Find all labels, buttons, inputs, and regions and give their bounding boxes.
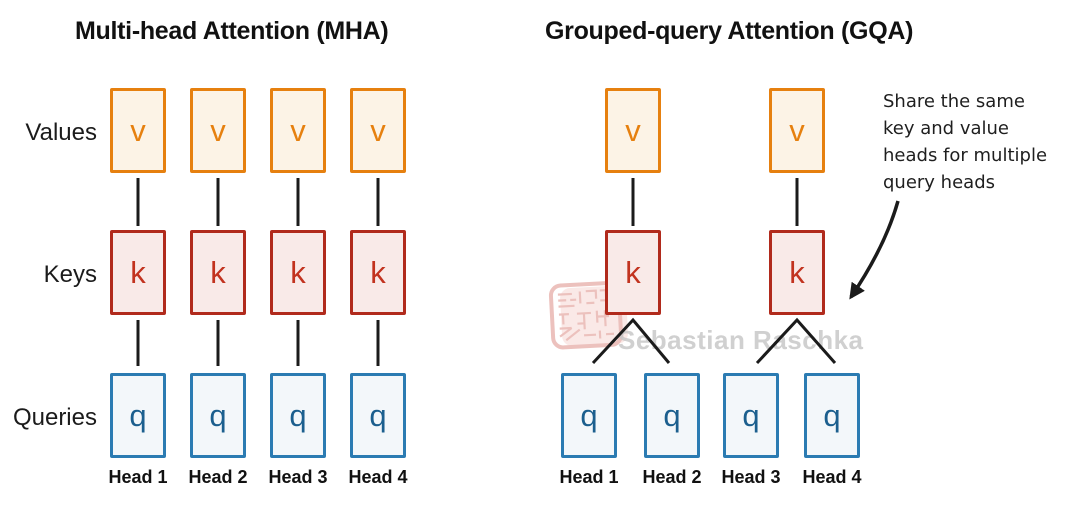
gqa-head-label-3: Head 3 xyxy=(721,467,781,487)
mha-key-box-head4: k xyxy=(350,230,406,315)
mha-key-box-head1: k xyxy=(110,230,166,315)
gqa-value-box-group1: v xyxy=(605,88,661,173)
mha-vk-connectors xyxy=(136,178,380,226)
mha-key-box-head3: k xyxy=(270,230,326,315)
mha-value-box-head4: v xyxy=(350,88,406,173)
annotation-arrow xyxy=(849,200,900,300)
row-label-values: Values xyxy=(25,119,97,146)
gqa-value-box-group2: v xyxy=(769,88,825,173)
annotation-line: heads for multiple xyxy=(883,145,1048,166)
mha-head-label-2: Head 2 xyxy=(188,467,248,487)
mha-query-box-head1: q xyxy=(110,373,166,458)
gqa-key-box-group2: k xyxy=(769,230,825,315)
gqa-vk-connectors xyxy=(631,178,799,226)
mha-title: Multi-head Attention (MHA) xyxy=(75,17,389,45)
mha-value-box-head2: v xyxy=(190,88,246,173)
gqa-query-box-head2: q xyxy=(644,373,700,458)
mha-query-box-head3: q xyxy=(270,373,326,458)
gqa-query-box-head4: q xyxy=(804,373,860,458)
gqa-key-box-group1: k xyxy=(605,230,661,315)
row-label-keys: Keys xyxy=(43,261,97,288)
gqa-query-box-head1: q xyxy=(561,373,617,458)
gqa-head-label-2: Head 2 xyxy=(642,467,702,487)
annotation-line: Share the same xyxy=(883,91,1025,112)
watermark-text: Sebastian Raschka xyxy=(618,325,864,355)
gqa-head-label-4: Head 4 xyxy=(802,467,862,487)
gqa-head-label-1: Head 1 xyxy=(559,467,619,487)
mha-value-box-head3: v xyxy=(270,88,326,173)
annotation-line: query heads xyxy=(883,172,995,193)
mha-kq-connectors xyxy=(136,320,380,366)
row-label-queries: Queries xyxy=(12,404,97,431)
mha-head-label-4: Head 4 xyxy=(348,467,408,487)
mha-query-box-head2: q xyxy=(190,373,246,458)
mha-value-box-head1: v xyxy=(110,88,166,173)
mha-key-box-head2: k xyxy=(190,230,246,315)
mha-head-label-1: Head 1 xyxy=(108,467,168,487)
gqa-query-box-head3: q xyxy=(723,373,779,458)
mha-query-box-head4: q xyxy=(350,373,406,458)
annotation-note: Share the same key and value heads for m… xyxy=(883,88,1047,196)
annotation-line: key and value xyxy=(883,118,1009,139)
mha-head-label-3: Head 3 xyxy=(268,467,328,487)
gqa-title: Grouped-query Attention (GQA) xyxy=(545,17,914,45)
